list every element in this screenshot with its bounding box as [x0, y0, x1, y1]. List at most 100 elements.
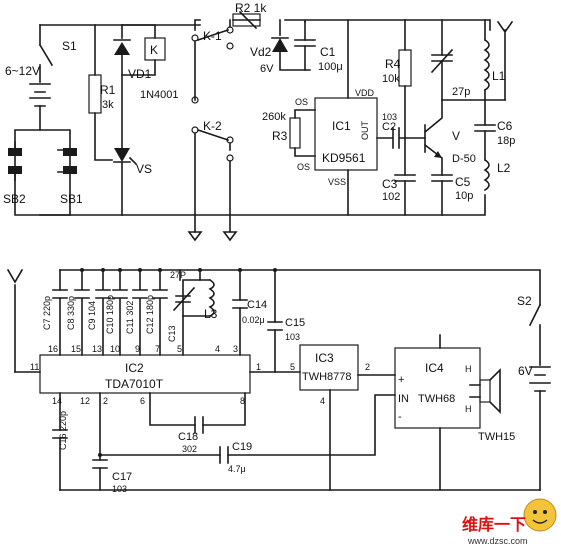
label-ic3-part: TWH8778 — [302, 371, 352, 383]
c10-capacitor — [112, 269, 128, 356]
label-s2: S2 — [517, 294, 532, 308]
pin-7: 7 — [155, 344, 160, 354]
c6-capacitor — [474, 124, 496, 132]
label-c14: C14 — [247, 299, 267, 311]
ic3-block — [299, 344, 359, 391]
label-c6: C6 — [497, 119, 513, 133]
pin-11: 11 — [30, 362, 39, 372]
label-k1: K-1 — [203, 29, 222, 43]
c14-capacitor — [232, 299, 248, 309]
label-ic2-part: TDA7010T — [105, 377, 164, 391]
c19-capacitor — [219, 446, 229, 464]
label-c13: C13 — [167, 325, 177, 342]
label-os2: OS — [297, 162, 310, 172]
label-c8: C8 330p — [66, 296, 76, 330]
label-c7: C7 220p — [42, 296, 52, 330]
pin-8: 8 — [240, 396, 245, 406]
label-ic4-part: TWH68 — [418, 393, 455, 405]
label-ic3: IC3 — [315, 351, 334, 365]
label-vd2: Vd2 — [250, 45, 272, 59]
vd2-zener — [272, 38, 288, 52]
label-c1-val: 100μ — [318, 61, 343, 73]
label-ic4-plus: + — [398, 374, 404, 386]
bottom-circuit — [6, 268, 551, 491]
c13-trimmer — [172, 286, 196, 312]
label-c18: C18 — [178, 431, 198, 443]
label-k2: K-2 — [203, 119, 222, 133]
antenna-top — [496, 20, 514, 101]
label-c12: C12 180p — [145, 295, 155, 334]
pin-12: 12 — [80, 396, 90, 406]
l2-coil — [483, 158, 490, 192]
pin-4: 4 — [215, 344, 220, 354]
label-r1-val: 3k — [102, 99, 114, 111]
pin-9: 9 — [135, 344, 140, 354]
pin-1: 1 — [256, 362, 261, 372]
label-c5-val: 10p — [455, 190, 473, 202]
watermark-url[interactable]: www.dzsc.com — [467, 536, 528, 546]
label-v: V — [452, 129, 460, 143]
s1-switch — [38, 43, 54, 67]
label-c3: C3 — [382, 177, 398, 191]
label-sb1: SB1 — [60, 192, 83, 206]
label-supply: 6~12V — [5, 64, 40, 78]
labels: S1 6~12V SB2 SB1 R1 3k VD1 1N4001 K VS K… — [3, 1, 557, 546]
r3-resistor — [289, 117, 301, 149]
pin-14: 14 — [52, 396, 62, 406]
label-c18-val: 302 — [182, 444, 197, 454]
label-os1: OS — [295, 97, 308, 107]
vd1-diode — [114, 42, 130, 55]
label-vs: VS — [136, 162, 152, 176]
label-sb2: SB2 — [3, 192, 26, 206]
label-r4-val: 10k — [382, 73, 400, 85]
label-ic2: IC2 — [125, 361, 144, 375]
transistor-v — [423, 99, 443, 176]
c16-capacitor — [52, 429, 68, 439]
pin-13: 13 — [92, 344, 102, 354]
c11-capacitor — [132, 269, 148, 356]
label-r1: R1 — [100, 83, 116, 97]
c17-capacitor — [92, 459, 108, 469]
c15-capacitor — [267, 321, 283, 331]
pin-3: 3 — [233, 344, 238, 354]
label-vd1: VD1 — [128, 67, 152, 81]
vs-thyristor — [114, 148, 130, 162]
sb1-button — [57, 148, 77, 174]
label-vdd: VDD — [355, 88, 375, 98]
label-c13-trim: 27P — [170, 270, 186, 280]
label-c6-val: 18p — [497, 135, 515, 147]
pin-15: 15 — [71, 344, 81, 354]
label-speaker: TWH15 — [478, 431, 515, 443]
label-r2: R2 1k — [235, 1, 267, 15]
pin-10: 10 — [110, 344, 120, 354]
label-c16: C16 220p — [58, 411, 68, 450]
label-c11: C11 302 — [125, 301, 135, 334]
c2-capacitor — [376, 127, 426, 149]
label-c1: C1 — [320, 45, 336, 59]
watermark-logo — [523, 498, 557, 532]
label-vss: VSS — [328, 177, 346, 187]
l3-coil — [208, 278, 215, 318]
c5-capacitor — [431, 174, 453, 182]
ic1-block — [314, 97, 378, 171]
label-c10: C10 180p — [105, 295, 115, 334]
label-r3-val: 260k — [262, 111, 286, 123]
c18-capacitor — [194, 416, 204, 434]
label-r3: R3 — [272, 129, 288, 143]
label-c17: C17 — [112, 471, 132, 483]
label-l3: L3 — [204, 307, 218, 321]
label-batt: 6V — [518, 364, 533, 378]
c8-capacitor — [74, 269, 90, 356]
label-out: OUT — [360, 121, 370, 141]
ic2-block — [39, 354, 251, 394]
c1-capacitor — [294, 39, 316, 47]
pin-ic3-4: 4 — [320, 396, 325, 406]
label-ic4-minus: - — [398, 411, 402, 423]
label-v-part: D-50 — [452, 153, 476, 165]
pin-2: 2 — [103, 396, 108, 406]
label-ic4-in: IN — [398, 393, 409, 405]
pin-ic3-5: 5 — [290, 362, 295, 372]
label-c3-val: 102 — [382, 191, 400, 203]
label-trimmer: 27p — [452, 86, 470, 98]
